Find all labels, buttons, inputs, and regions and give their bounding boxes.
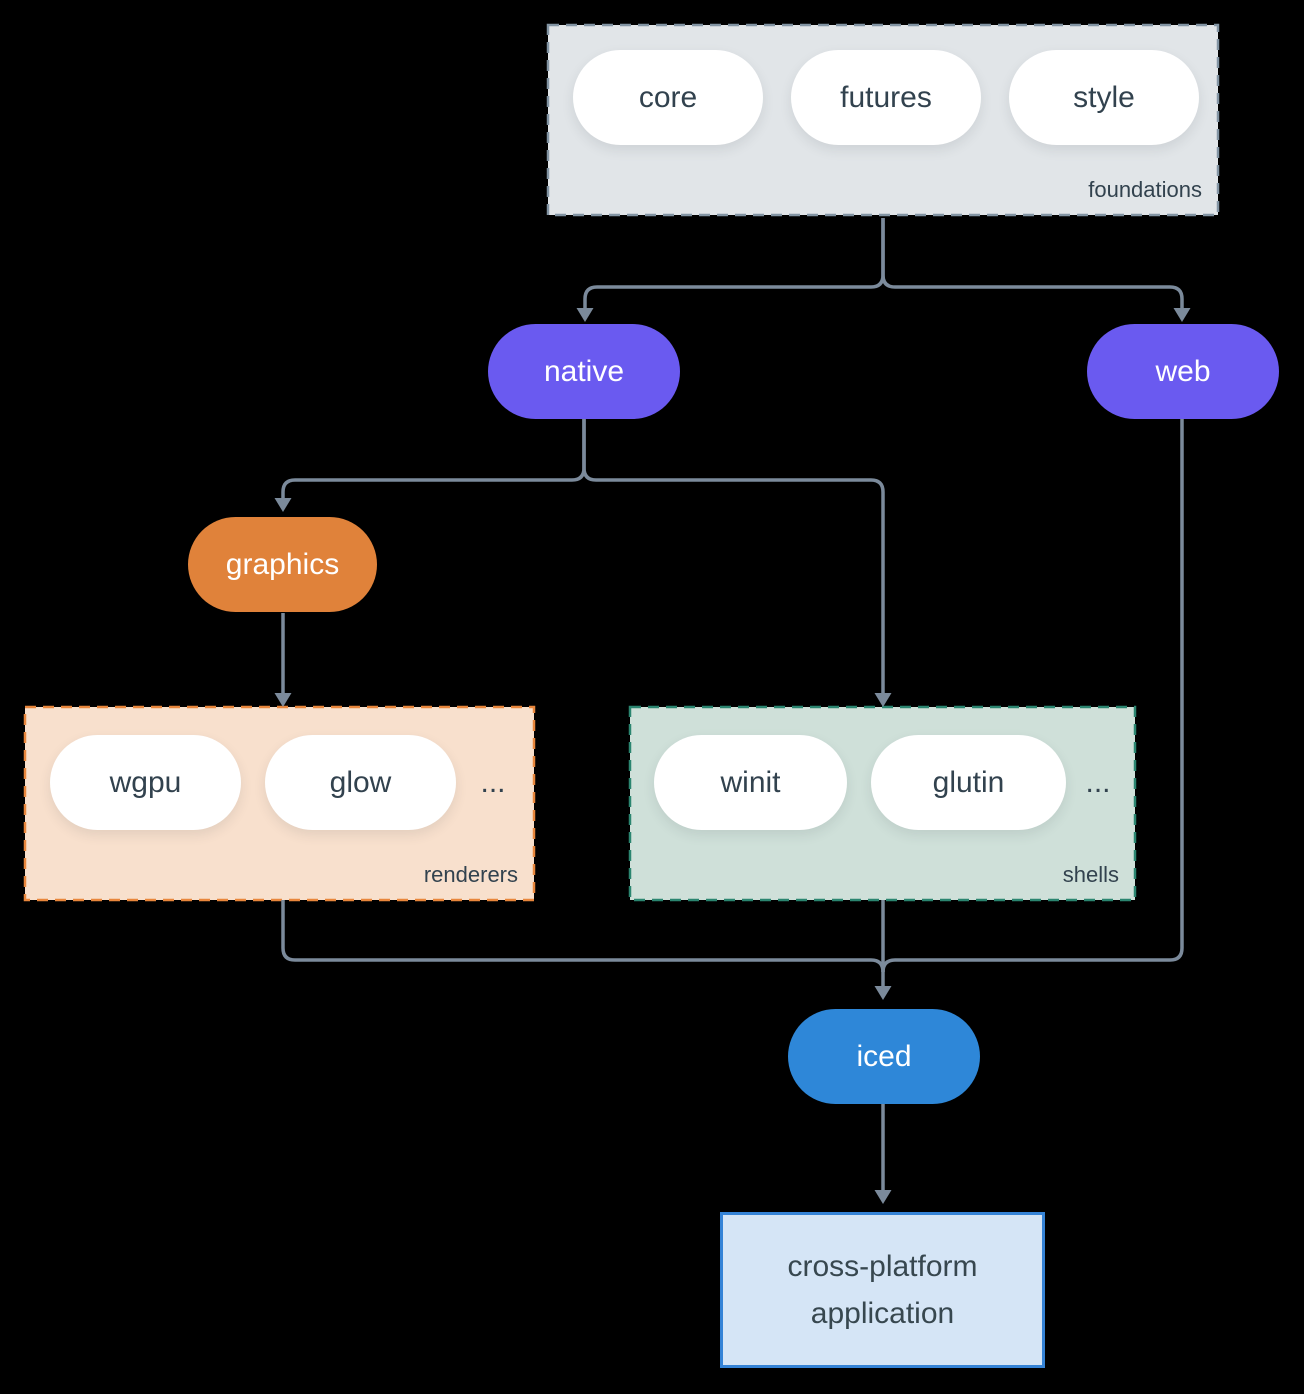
arrow-merge-iced: [874, 986, 892, 1000]
node-futures: futures: [791, 50, 981, 145]
arrow-iced-application: [874, 1190, 892, 1204]
node-core: core: [573, 50, 763, 145]
application-label-line1: cross-platform: [787, 1250, 978, 1283]
connector-foundations-web: [881, 218, 1184, 308]
node-glutin: glutin: [871, 735, 1066, 830]
connector-native-graphics: [281, 419, 586, 498]
node-native: native: [488, 324, 680, 419]
shells-group-label: shells: [1062, 862, 1119, 887]
arrow-graphics-renderers: [274, 693, 292, 707]
node-wgpu: wgpu: [50, 735, 241, 830]
node-glow: glow: [265, 735, 456, 830]
shells-ellipsis: ...: [1085, 765, 1111, 799]
application-label-line2: application: [810, 1297, 955, 1330]
arrow-foundations-web: [1173, 308, 1191, 322]
connector-renderers-iced: [281, 900, 885, 973]
node-iced: iced: [788, 1009, 980, 1104]
arrow-native-shells: [874, 693, 892, 707]
node-cross-platform-application: cross-platform application: [720, 1212, 1045, 1368]
node-web: web: [1087, 324, 1279, 419]
arrow-native-graphics: [274, 498, 292, 512]
node-winit: winit: [654, 735, 847, 830]
foundations-group-label: foundations: [1088, 177, 1202, 202]
renderers-ellipsis: ...: [480, 765, 506, 799]
connector-native-shells: [582, 419, 885, 693]
node-style: style: [1009, 50, 1199, 145]
foundations-group: core futures style foundations: [548, 25, 1218, 215]
arrow-foundations-native: [576, 308, 594, 322]
shells-group: winit glutin ... shells: [630, 707, 1135, 900]
connector-foundations-native: [583, 218, 885, 308]
node-graphics: graphics: [188, 517, 377, 612]
renderers-group-label: renderers: [423, 862, 518, 887]
renderers-group: wgpu glow ... renderers: [25, 707, 534, 900]
